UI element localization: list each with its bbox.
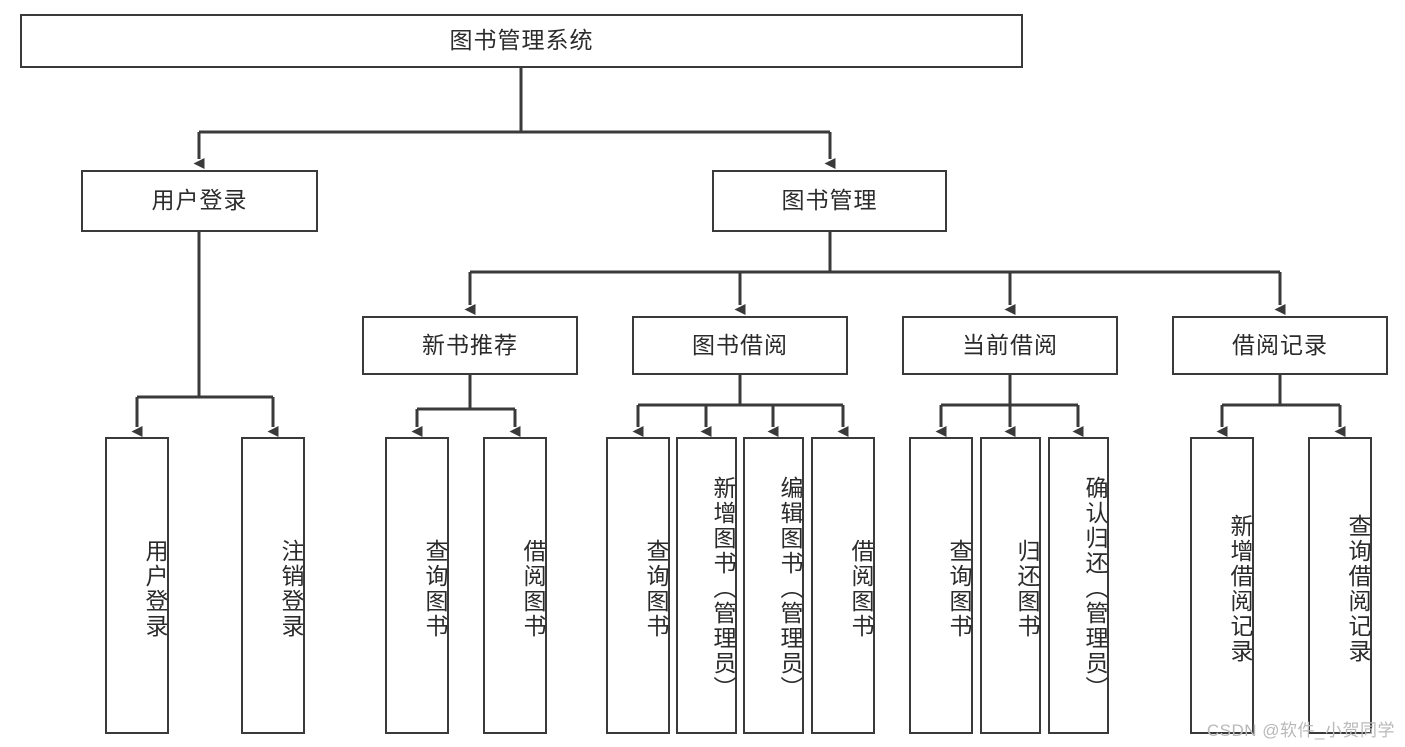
node-book-management-label: 图书管理	[781, 187, 878, 214]
node-book-borrow[interactable]: 图书借阅	[632, 316, 848, 375]
leaf-current-return-book[interactable]: 归还图书	[980, 437, 1041, 734]
leaf-user-login-signout-label: 注销登录	[278, 538, 304, 639]
leaf-user-login-signin[interactable]: 用户登录	[105, 437, 169, 734]
leaf-recommend-borrow-book[interactable]: 借阅图书	[483, 437, 547, 734]
leaf-current-confirm-return-admin[interactable]: 确认归还（管理员）	[1048, 437, 1109, 734]
leaf-borrow-add-book-admin-label: 新增图书（管理员）	[710, 476, 736, 701]
leaf-record-add-record[interactable]: 新增借阅记录	[1190, 437, 1254, 734]
leaf-recommend-borrow-book-label: 借阅图书	[520, 538, 546, 639]
leaf-current-query-book[interactable]: 查询图书	[909, 437, 973, 734]
leaf-borrow-borrow-book[interactable]: 借阅图书	[811, 437, 875, 734]
node-borrow-record[interactable]: 借阅记录	[1172, 316, 1388, 375]
leaf-current-query-book-label: 查询图书	[946, 538, 972, 639]
node-current-borrow-label: 当前借阅	[962, 331, 1058, 358]
node-user-login-label: 用户登录	[151, 187, 248, 214]
node-book-management[interactable]: 图书管理	[712, 170, 947, 232]
leaf-current-return-book-label: 归还图书	[1014, 538, 1040, 639]
node-user-login[interactable]: 用户登录	[81, 170, 318, 232]
leaf-recommend-query-book-label: 查询图书	[422, 538, 448, 639]
csdn-watermark: CSDN @软件_小贺同学	[1206, 721, 1395, 740]
node-current-borrow[interactable]: 当前借阅	[902, 316, 1118, 375]
leaf-record-add-record-label: 新增借阅记录	[1227, 513, 1253, 664]
leaf-borrow-edit-book-admin-label: 编辑图书（管理员）	[777, 476, 803, 701]
node-new-book-recommend[interactable]: 新书推荐	[362, 316, 578, 375]
leaf-borrow-query-book-label: 查询图书	[643, 538, 669, 639]
leaf-recommend-query-book[interactable]: 查询图书	[385, 437, 449, 734]
node-new-book-recommend-label: 新书推荐	[422, 331, 518, 358]
leaf-user-login-signout[interactable]: 注销登录	[241, 437, 305, 734]
node-book-borrow-label: 图书借阅	[692, 331, 788, 358]
node-root-system[interactable]: 图书管理系统	[20, 14, 1023, 68]
leaf-record-query-record[interactable]: 查询借阅记录	[1308, 437, 1372, 734]
leaf-current-confirm-return-admin-label: 确认归还（管理员）	[1082, 476, 1108, 701]
leaf-user-login-signin-label: 用户登录	[142, 538, 168, 639]
leaf-record-query-record-label: 查询借阅记录	[1345, 513, 1371, 664]
node-borrow-record-label: 借阅记录	[1232, 331, 1328, 358]
leaf-borrow-edit-book-admin[interactable]: 编辑图书（管理员）	[743, 437, 804, 734]
leaf-borrow-query-book[interactable]: 查询图书	[606, 437, 670, 734]
leaf-borrow-borrow-book-label: 借阅图书	[848, 538, 874, 639]
node-root-system-label: 图书管理系统	[449, 27, 594, 54]
leaf-borrow-add-book-admin[interactable]: 新增图书（管理员）	[676, 437, 737, 734]
